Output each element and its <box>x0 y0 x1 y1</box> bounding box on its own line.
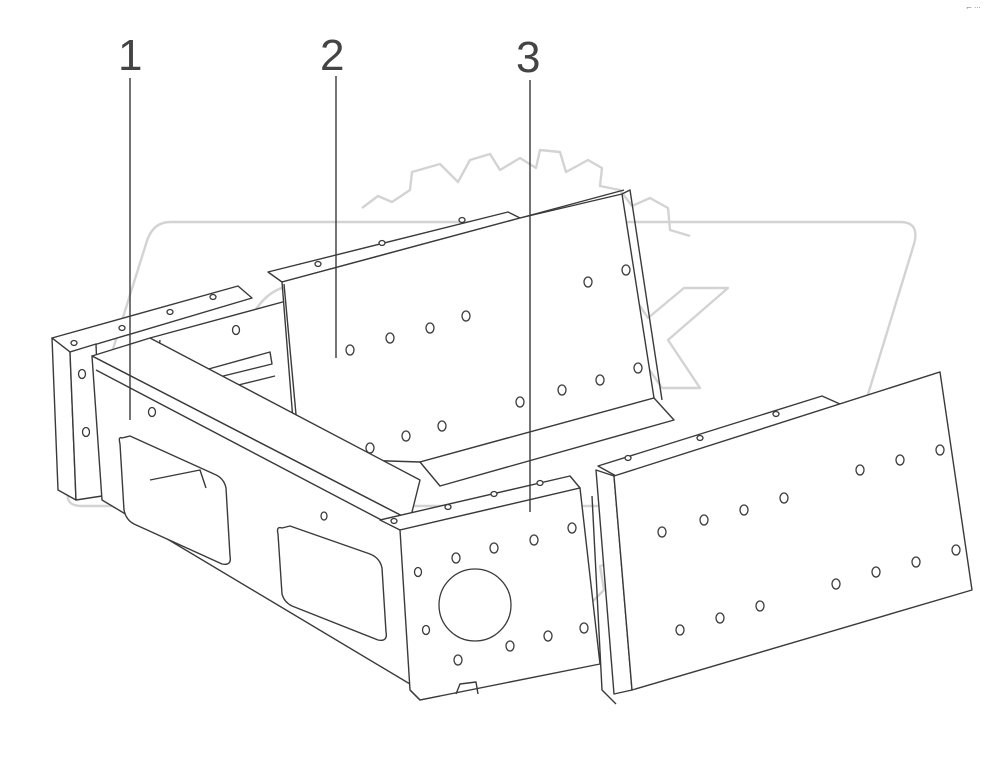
extension-plate-holes <box>624 410 961 636</box>
watermark-gear-icon <box>361 148 691 238</box>
leader-lines <box>129 76 531 512</box>
right-end-bracket <box>379 475 601 701</box>
corner-mark: ⌐ ··· <box>966 4 981 12</box>
callout-3: 3 <box>516 33 540 82</box>
right-bracket-holes <box>390 479 589 666</box>
center-floor-plate <box>267 189 675 487</box>
left-bracket-holes <box>70 293 217 438</box>
callout-1: 1 <box>118 31 142 80</box>
front-side-rail <box>91 337 421 691</box>
center-plate-holes <box>314 216 643 454</box>
right-extension-plate <box>591 371 973 705</box>
callout-2: 2 <box>320 31 344 80</box>
